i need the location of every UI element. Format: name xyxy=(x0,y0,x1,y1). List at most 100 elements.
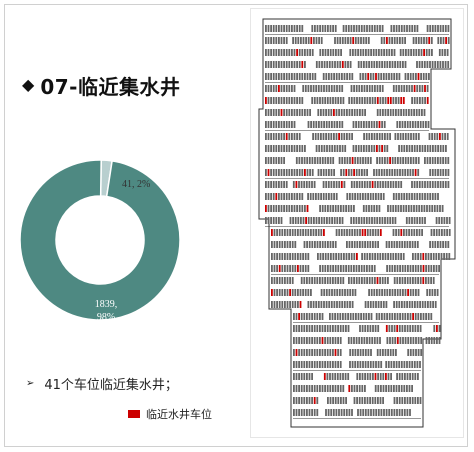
parking-stall xyxy=(358,337,361,344)
parking-stall xyxy=(283,169,285,176)
parking-stall xyxy=(291,205,293,212)
donut-chart: 41, 2% 1839, 98% xyxy=(19,159,181,323)
parking-stall xyxy=(447,25,450,32)
parking-stall xyxy=(347,265,350,272)
parking-stall xyxy=(368,61,370,68)
parking-stall xyxy=(398,25,401,32)
parking-stall xyxy=(375,409,378,416)
parking-stall xyxy=(415,49,418,56)
parking-stall xyxy=(419,325,422,332)
parking-stall xyxy=(324,97,327,104)
parking-stall xyxy=(339,337,342,344)
parking-stall xyxy=(325,169,328,176)
parking-stall xyxy=(419,121,422,128)
parking-stall xyxy=(359,409,362,416)
parking-stall xyxy=(329,157,332,164)
parking-stall xyxy=(317,193,320,200)
parking-stall xyxy=(417,397,419,404)
parking-stall xyxy=(299,229,302,236)
parking-stall xyxy=(396,37,399,44)
parking-stall xyxy=(340,265,342,272)
parking-stall xyxy=(310,217,313,224)
highlight-stall xyxy=(422,277,425,284)
parking-stall xyxy=(321,265,324,272)
parking-stall xyxy=(303,313,306,320)
parking-stall xyxy=(412,37,415,44)
parking-stall xyxy=(369,301,372,308)
parking-stall xyxy=(311,337,313,344)
parking-stall xyxy=(375,301,377,308)
parking-stall xyxy=(411,241,414,248)
parking-stall xyxy=(336,85,338,92)
parking-stall xyxy=(348,109,351,116)
parking-stall xyxy=(325,301,328,308)
parking-stall xyxy=(339,385,342,392)
parking-stall xyxy=(331,121,333,128)
parking-stall xyxy=(374,85,376,92)
parking-stall xyxy=(404,397,406,404)
parking-stall xyxy=(275,49,278,56)
parking-stall xyxy=(278,277,281,284)
parking-stall xyxy=(301,97,304,104)
parking-stall xyxy=(332,277,334,284)
parking-stall xyxy=(293,325,295,332)
parking-stall xyxy=(342,205,345,212)
parking-stall xyxy=(386,313,388,320)
parking-stall xyxy=(300,277,303,284)
parking-stall xyxy=(349,157,351,164)
highlight-stall xyxy=(341,61,344,68)
parking-stall xyxy=(316,385,319,392)
parking-stall xyxy=(275,157,278,164)
legend-label: 临近水井车位 xyxy=(146,408,212,421)
parking-stall xyxy=(342,97,345,104)
parking-stall xyxy=(401,301,403,308)
parking-stall xyxy=(413,217,416,224)
parking-stall xyxy=(278,229,281,236)
parking-stall xyxy=(347,325,350,332)
parking-stall xyxy=(412,289,415,296)
parking-stall xyxy=(395,349,397,356)
parking-stall xyxy=(442,37,445,44)
parking-stall xyxy=(321,241,324,248)
parking-stall xyxy=(311,385,313,392)
parking-stall xyxy=(387,109,389,116)
parking-stall xyxy=(267,49,270,56)
parking-stall xyxy=(327,181,330,188)
parking-stall xyxy=(270,109,272,116)
parking-stall xyxy=(418,85,421,92)
parking-stall xyxy=(283,37,285,44)
parking-stall xyxy=(387,385,390,392)
parking-stall xyxy=(447,181,450,188)
parking-stall xyxy=(379,181,382,188)
parking-stall xyxy=(313,217,315,224)
highlight-stall xyxy=(364,229,367,236)
parking-stall xyxy=(399,61,402,68)
parking-stall xyxy=(301,145,304,152)
parking-stall xyxy=(401,397,404,404)
parking-stall xyxy=(265,133,267,140)
parking-stall xyxy=(311,397,313,404)
parking-stall xyxy=(398,361,401,368)
parking-stall xyxy=(403,241,406,248)
parking-stall xyxy=(363,121,365,128)
parking-stall xyxy=(400,385,403,392)
parking-stall xyxy=(322,133,325,140)
parking-stall xyxy=(381,157,384,164)
parking-stall xyxy=(363,277,366,284)
parking-stall xyxy=(276,265,278,272)
parking-stall xyxy=(431,49,433,56)
parking-stall xyxy=(272,73,275,80)
parking-stall xyxy=(272,205,275,212)
parking-stall xyxy=(369,73,372,80)
parking-stall xyxy=(317,85,320,92)
parking-stall xyxy=(327,253,330,260)
parking-stall xyxy=(328,217,331,224)
parking-stall xyxy=(433,205,436,212)
parking-stall xyxy=(327,241,329,248)
parking-stall xyxy=(361,373,364,380)
parking-stall xyxy=(397,157,399,164)
parking-stall xyxy=(306,157,309,164)
parking-stall xyxy=(281,229,284,236)
highlight-stall xyxy=(304,169,306,176)
parking-stall xyxy=(416,181,419,188)
